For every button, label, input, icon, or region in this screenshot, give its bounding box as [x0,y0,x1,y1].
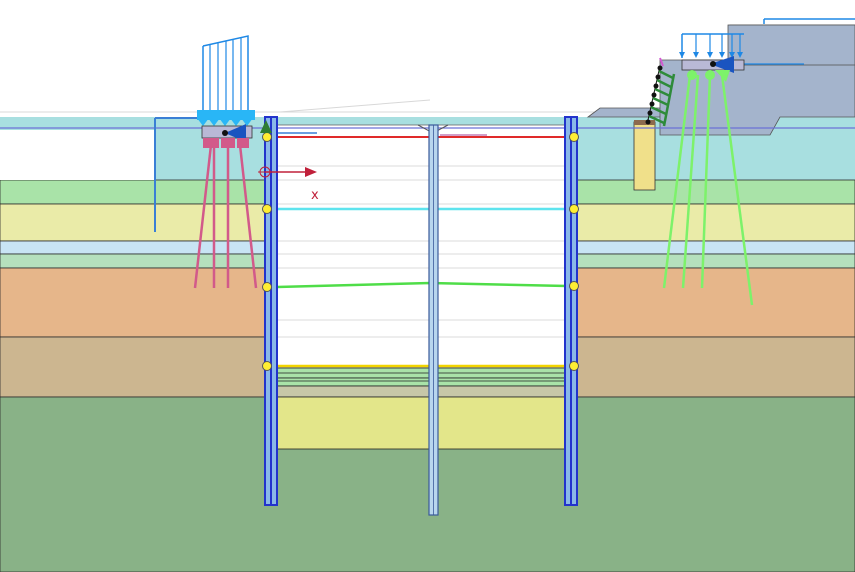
sheet-pile-walls [264,116,578,516]
left-upper-blank [0,130,155,180]
x-axis-label: x [311,188,319,203]
pit-base-layer-2 [276,377,568,387]
coordinate-origin: x [258,120,319,203]
pit-base-layer-4 [276,396,568,450]
vertical-axis-arrow [260,120,272,133]
excavation-pit [276,124,568,450]
pit-base-layer-3 [276,385,568,398]
right-foundation-load [645,18,855,306]
building-block [727,24,855,66]
struts [276,124,568,368]
triangle-icon [225,124,246,142]
retaining-footing [633,121,656,191]
strut-nodes [262,132,579,371]
left-foundation-load [193,35,258,289]
